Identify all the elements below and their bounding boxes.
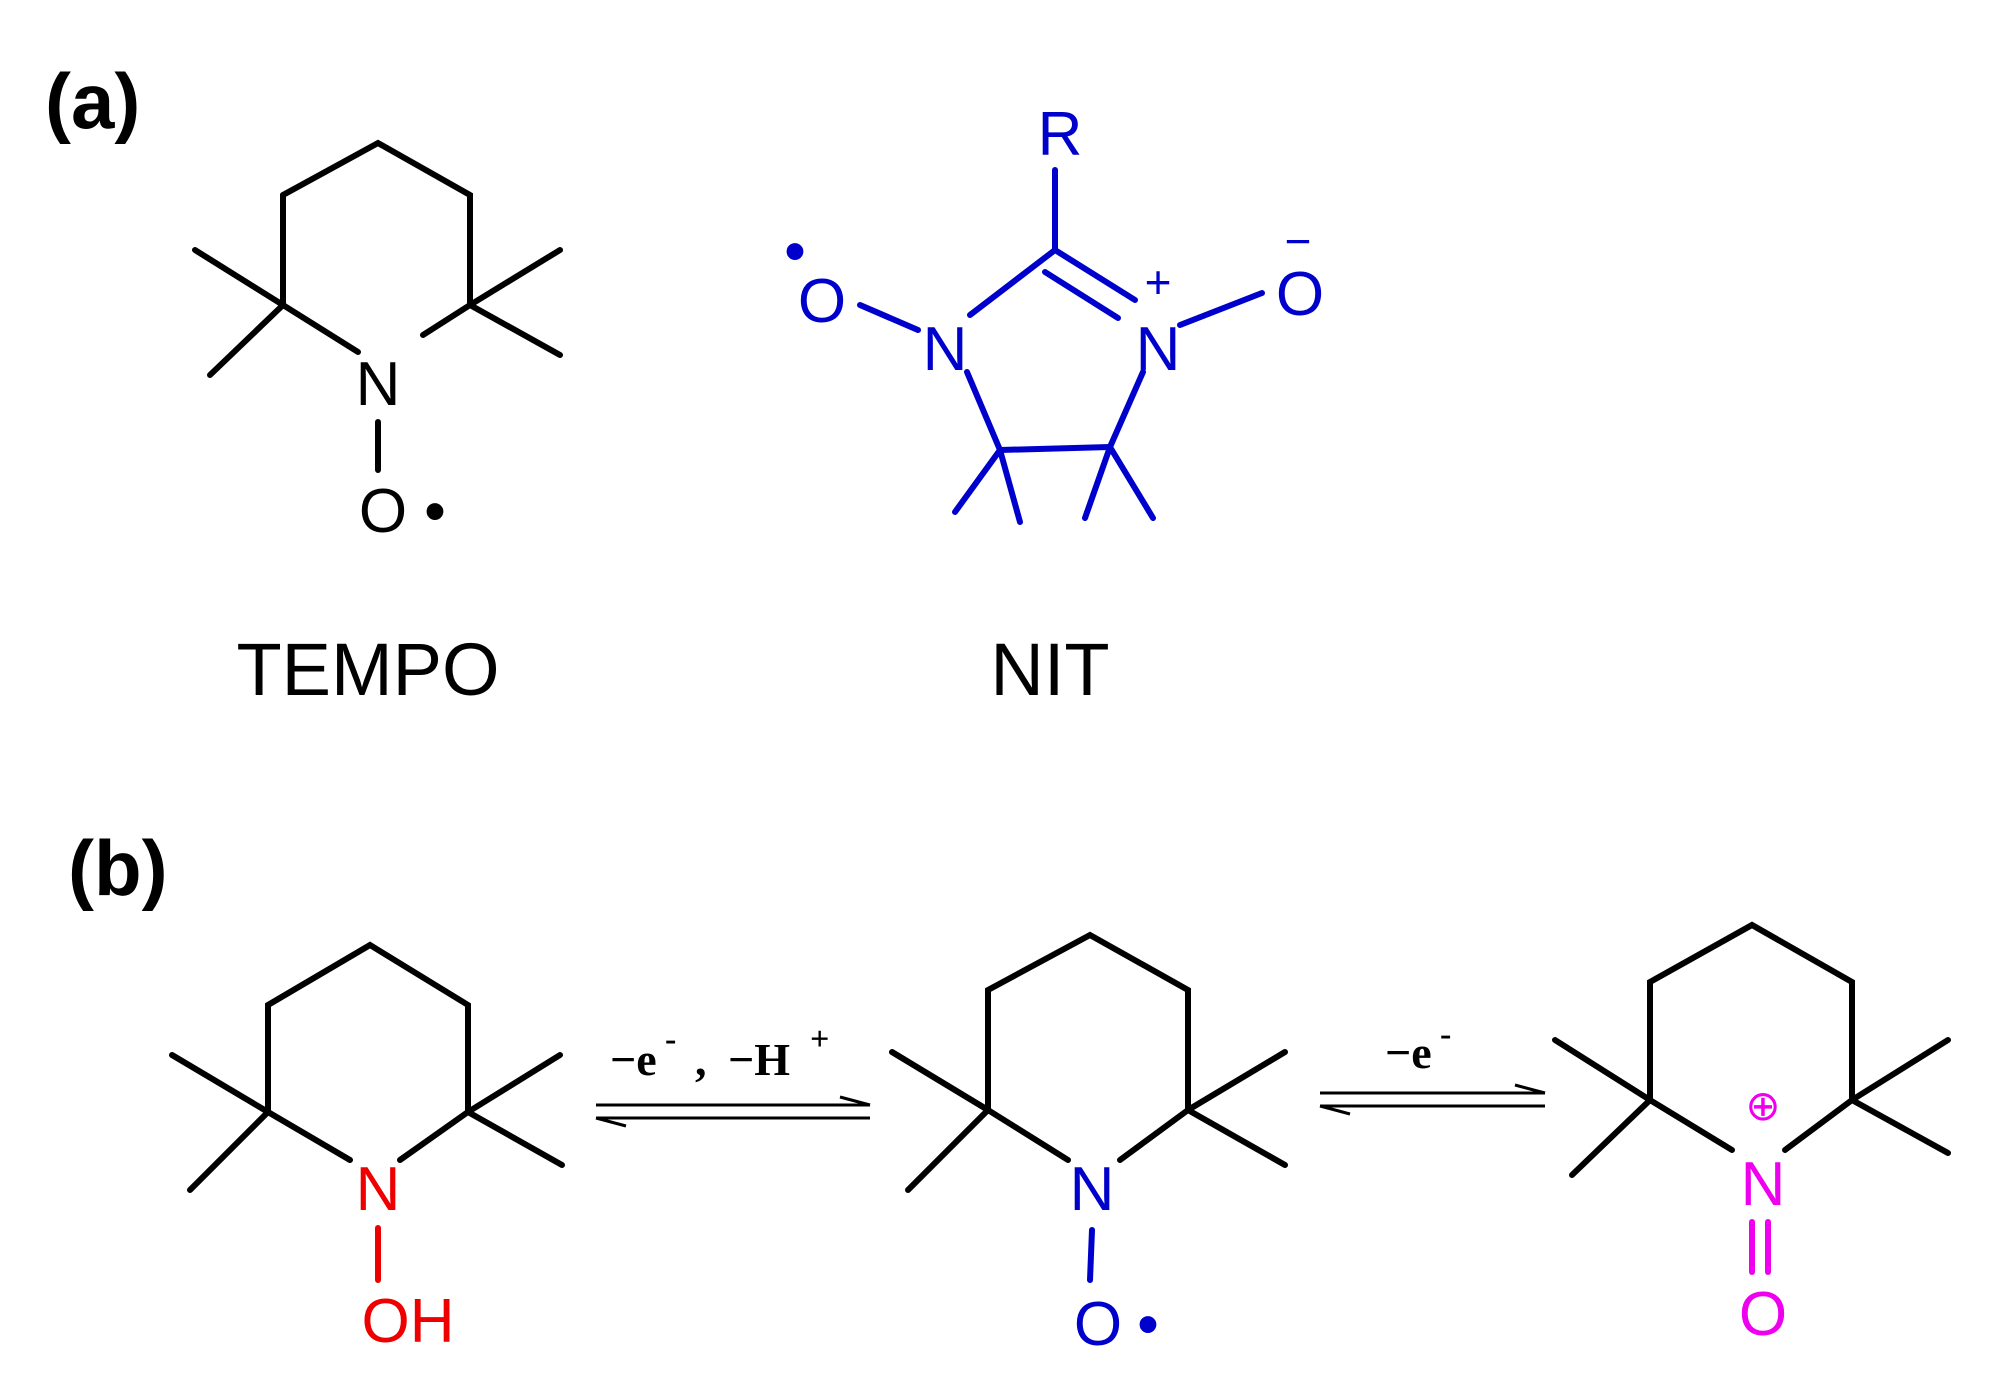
nit-plus-charge: + bbox=[1145, 256, 1172, 308]
nit-structure: R N N + O • O − bbox=[784, 100, 1324, 525]
nit-r-group: R bbox=[1038, 100, 1083, 169]
arrow-forward-head bbox=[839, 1095, 871, 1107]
nit-minus-charge: − bbox=[1285, 215, 1312, 267]
nit-n3-o3-bond bbox=[1177, 290, 1265, 328]
tempo-methyl bbox=[192, 247, 286, 308]
nitroxide-ring-bond-cn bbox=[985, 1107, 1071, 1163]
hydroxylamine-n-atom: N bbox=[356, 1155, 401, 1224]
hydroxylamine-methyl bbox=[187, 1109, 271, 1193]
hydroxylamine-methyl bbox=[465, 1052, 563, 1115]
oxoammonium-o-atom: O bbox=[1739, 1280, 1787, 1349]
nit-n1-c5-bond bbox=[964, 369, 1003, 453]
oxoammonium-ring-bonds bbox=[1647, 921, 1855, 1153]
tempo-o-atom: O bbox=[359, 477, 407, 546]
oxoammonium-methyl bbox=[1849, 1037, 1951, 1103]
panel-label-a: (a) bbox=[45, 57, 140, 145]
tempo-n-atom: N bbox=[356, 350, 401, 419]
hydroxylamine-methyl bbox=[465, 1109, 565, 1168]
hydroxylamine-ring-bond-cn bbox=[265, 1109, 353, 1163]
arrow-forward-head bbox=[1514, 1083, 1546, 1095]
nitroxide-no-bond bbox=[1087, 1227, 1095, 1283]
nitroxide-o-atom: O bbox=[1074, 1290, 1122, 1359]
oxoammonium-n-atom: N bbox=[1741, 1150, 1786, 1219]
nitroxide-n-atom: N bbox=[1070, 1155, 1115, 1224]
nit-methyl bbox=[1082, 444, 1113, 521]
tempo-radical-dot: • bbox=[424, 477, 446, 546]
nitroxide-structure: N O • bbox=[889, 931, 1288, 1359]
hydroxylamine-ring-bonds bbox=[265, 941, 471, 1163]
nit-c5-c4-bond bbox=[997, 444, 1113, 453]
nit-name: NIT bbox=[990, 628, 1109, 711]
oxoammonium-plus-charge: ⊕ bbox=[1745, 1082, 1780, 1129]
nit-o1-n1-bond bbox=[857, 302, 921, 333]
nit-c-n3-double-bond bbox=[1042, 269, 1121, 321]
nitroxide-methyl bbox=[905, 1107, 991, 1193]
oxoammonium-methyl bbox=[1552, 1037, 1653, 1103]
tempo-ring-bonds bbox=[280, 139, 473, 338]
condition-separator: , bbox=[695, 1034, 707, 1085]
panel-label-b: (b) bbox=[68, 824, 168, 912]
condition-e-superscript: - bbox=[1440, 1016, 1451, 1053]
tempo-methyl bbox=[467, 302, 563, 358]
tempo-methyl bbox=[207, 302, 286, 378]
nit-methyl bbox=[1107, 444, 1156, 521]
nit-radical-dot: • bbox=[784, 217, 806, 286]
hydroxylamine-oh-group: OH bbox=[362, 1287, 455, 1356]
oxoammonium-methyl bbox=[1569, 1097, 1653, 1178]
arrow-reverse-head bbox=[1319, 1104, 1351, 1116]
condition-minus-h: −H bbox=[728, 1034, 790, 1085]
tempo-structure: N O • bbox=[192, 139, 563, 546]
nit-o1-atom: O bbox=[798, 267, 846, 336]
nitroxide-radical-dot: • bbox=[1137, 1290, 1159, 1359]
nit-n3-atom: N bbox=[1136, 315, 1181, 384]
equilibrium-arrow-1: −e - , −H + bbox=[595, 1021, 871, 1128]
nit-c-n1-bond bbox=[967, 247, 1058, 318]
nit-n1-atom: N bbox=[923, 315, 968, 384]
hydroxylamine-structure: N OH bbox=[169, 941, 565, 1356]
nit-methyl bbox=[952, 447, 1003, 515]
equilibrium-arrow-2: −e - bbox=[1319, 1016, 1546, 1116]
oxoammonium-structure: N ⊕ O bbox=[1552, 921, 1951, 1349]
nit-c-n3-bond bbox=[1052, 247, 1138, 303]
nitroxide-methyl bbox=[889, 1049, 991, 1113]
nit-methyl bbox=[997, 447, 1023, 525]
nit-c4-n3-bond bbox=[1107, 369, 1146, 450]
oxoammonium-ring-bond-cn bbox=[1647, 1097, 1735, 1153]
nitroxide-ring-bonds bbox=[985, 931, 1191, 1163]
condition-minus-e: −e bbox=[610, 1034, 657, 1085]
nitroxide-methyl bbox=[1185, 1049, 1288, 1113]
tempo-ring-bond-cn bbox=[280, 302, 361, 355]
hydroxylamine-methyl bbox=[169, 1052, 271, 1115]
nit-o3-atom: O bbox=[1276, 260, 1324, 329]
arrow-reverse-head bbox=[595, 1116, 627, 1128]
tempo-name: TEMPO bbox=[236, 628, 499, 711]
nitroxide-methyl bbox=[1185, 1107, 1288, 1168]
tempo-methyl bbox=[467, 247, 563, 308]
condition-minus-e: −e bbox=[1385, 1027, 1432, 1078]
condition-e-superscript: - bbox=[665, 1021, 676, 1058]
oxoammonium-methyl bbox=[1849, 1097, 1951, 1156]
condition-h-superscript: + bbox=[810, 1021, 829, 1058]
